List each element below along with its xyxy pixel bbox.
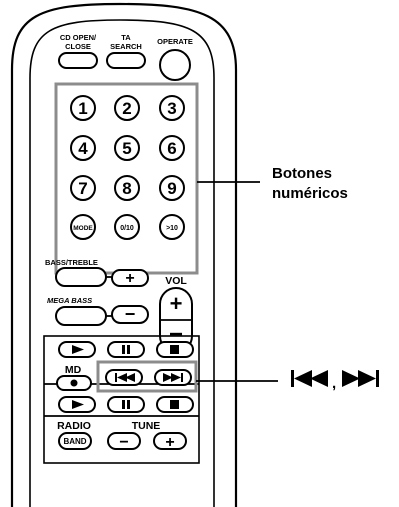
cd-stop-icon — [170, 400, 179, 409]
number-4-label: 4 — [78, 139, 88, 158]
band-button[interactable] — [58, 432, 92, 450]
number-8-button[interactable] — [114, 175, 140, 201]
number-7-button[interactable] — [70, 175, 96, 201]
bass-treble-label: BASS/TREBLE — [45, 258, 98, 267]
cd-open-label-line2: CLOSE — [65, 42, 91, 51]
tune-label: TUNE — [132, 420, 161, 432]
number-9-label: 9 — [167, 179, 176, 198]
numeric-callout-line2: numéricos — [272, 185, 348, 202]
mode-button[interactable] — [70, 214, 96, 240]
number-2-label: 2 — [122, 99, 131, 118]
mode-label: MODE — [73, 225, 93, 232]
cd-play-icon — [72, 400, 84, 409]
cd-open-label-line1: CD OPEN/ — [60, 33, 97, 42]
ta-search-button[interactable] — [106, 52, 146, 69]
tune-down-glyph: − — [119, 434, 128, 451]
number-7-label: 7 — [78, 179, 87, 198]
cd-pause-icon-bar-right — [127, 400, 130, 409]
tune-down-button[interactable] — [107, 432, 141, 450]
pause-icon-bar-left — [122, 345, 125, 354]
gt10-button[interactable] — [159, 214, 185, 240]
operate-button[interactable] — [159, 49, 191, 81]
bass-minus-glyph: − — [125, 304, 136, 324]
skip-buttons-highlight — [96, 360, 198, 393]
number-3-button[interactable] — [159, 95, 185, 121]
bass-minus-button[interactable] — [111, 305, 149, 324]
stop-icon — [170, 345, 179, 354]
pause-icon-bar-right — [127, 345, 130, 354]
mega-bass-button[interactable] — [55, 306, 107, 326]
vol-label: VOL — [165, 275, 187, 287]
cd-pause-button[interactable] — [107, 396, 145, 413]
number-6-label: 6 — [167, 139, 176, 158]
number-5-button[interactable] — [114, 135, 140, 161]
number-2-button[interactable] — [114, 95, 140, 121]
play-icon — [72, 345, 84, 354]
zero-ten-label: 0/10 — [120, 225, 134, 232]
skip-back-icon — [115, 373, 135, 382]
number-6-button[interactable] — [159, 135, 185, 161]
cd-open-close-button[interactable] — [58, 52, 98, 69]
cd-pause-icon-bar-left — [122, 400, 125, 409]
skip-forward-icon — [163, 373, 183, 382]
bass-plus-glyph: + — [125, 270, 134, 287]
skip-back-callout-icon — [291, 370, 328, 387]
zero-ten-button[interactable] — [114, 214, 140, 240]
bass-treble-button[interactable] — [55, 267, 107, 287]
numeric-callout-line1: Botones — [272, 165, 332, 182]
number-3-label: 3 — [167, 99, 176, 118]
number-9-button[interactable] — [159, 175, 185, 201]
number-5-label: 5 — [122, 139, 131, 158]
ta-search-label-line2: SEARCH — [110, 42, 142, 51]
skip-callout-separator: , — [332, 375, 336, 392]
transport-panel — [43, 335, 200, 464]
skip-forward-callout-icon — [342, 370, 379, 387]
mega-bass-label: MEGA BASS — [47, 296, 92, 305]
md-label: MD — [65, 364, 82, 376]
operate-label: OPERATE — [157, 37, 193, 46]
ta-search-label-line1: TA — [121, 33, 131, 42]
radio-label: RADIO — [57, 420, 91, 432]
tune-up-glyph: + — [165, 434, 174, 451]
bass-plus-button[interactable] — [111, 269, 149, 287]
number-8-label: 8 — [122, 179, 131, 198]
remote-body-outline — [10, 2, 238, 507]
number-1-label: 1 — [78, 99, 87, 118]
remote-body-inner-outline — [29, 19, 215, 507]
gt10-label: >10 — [166, 225, 178, 232]
record-icon — [70, 379, 78, 387]
pause-button[interactable] — [107, 341, 145, 358]
number-4-button[interactable] — [70, 135, 96, 161]
vol-plus-button[interactable]: + — [170, 291, 183, 316]
tune-up-button[interactable] — [153, 432, 187, 450]
band-label: BAND — [63, 437, 86, 446]
number-1-button[interactable] — [70, 95, 96, 121]
